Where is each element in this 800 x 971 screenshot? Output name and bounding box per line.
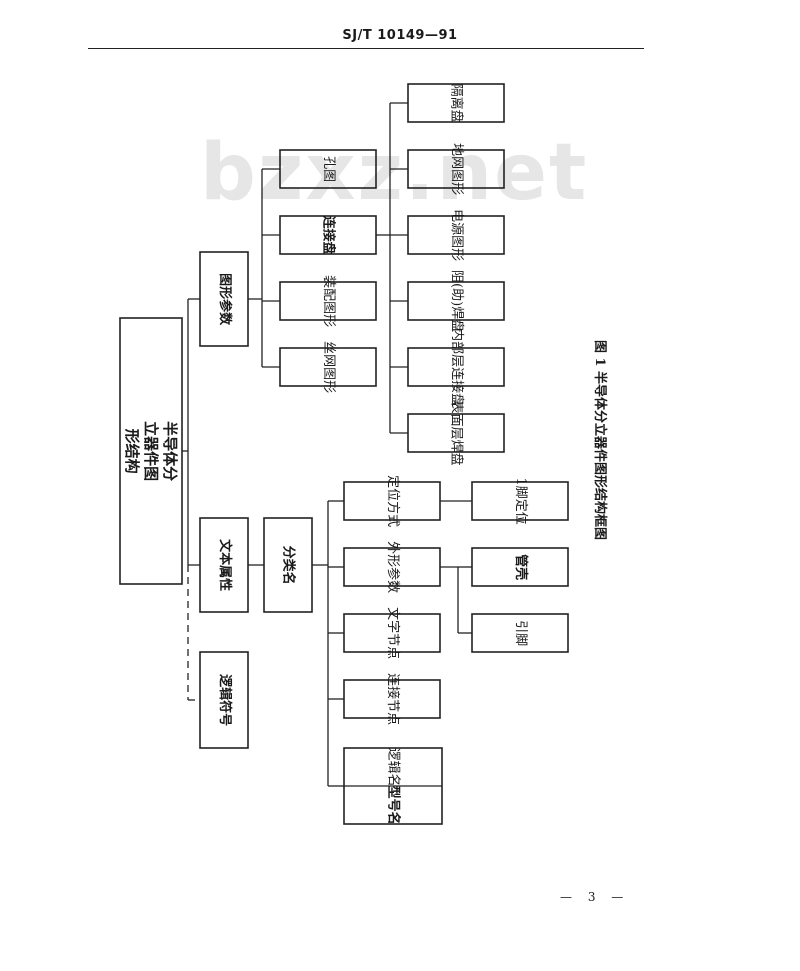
surface-label: 表面层焊盘 xyxy=(449,400,465,466)
logic-symbol-label: 逻辑符号 xyxy=(217,673,233,727)
text-attrs-label: 文本属性 xyxy=(217,538,233,592)
isolation-label: 隔离盘 xyxy=(449,83,465,123)
power-label: 电源图形 xyxy=(449,208,465,262)
pin1-label: 1脚定位 xyxy=(513,477,529,525)
logic-name-label: 逻辑名 xyxy=(386,747,402,787)
classify-label: 分类名 xyxy=(281,545,297,585)
standard-code: SJ/T 10149—91 xyxy=(342,28,458,43)
silkscreen-label: 丝网图形 xyxy=(321,340,337,394)
connection-pad-label: 连接盘 xyxy=(321,215,337,255)
figure-caption: 图 1 半导体分立器件图形结构框图 xyxy=(592,339,608,541)
header-rule xyxy=(88,48,644,49)
pins-label: 引脚 xyxy=(513,619,529,647)
text-node-label: 文字节点 xyxy=(385,606,401,660)
ground-mesh-label: 地网图形 xyxy=(449,142,465,196)
assembly-label: 装配图形 xyxy=(321,274,337,328)
resist-label: 阻(助)焊盘 xyxy=(449,269,465,333)
box-logic-symbol xyxy=(199,651,249,749)
tube-shell-label: 管壳 xyxy=(513,553,529,581)
conn-node-label: 连接节点 xyxy=(385,672,401,726)
inner-layer-label: 内部层连接盘 xyxy=(449,327,465,407)
model-name-label: 型号名 xyxy=(386,785,402,825)
graphic-params-label: 图形参数 xyxy=(217,272,233,326)
hole-label: 孔图 xyxy=(321,155,337,183)
shape-params-label: 外形参数 xyxy=(385,540,401,594)
page-number: — 3 — xyxy=(560,890,630,904)
watermark: bzxz.net xyxy=(200,128,589,218)
root-label: 半导体分立器件图形结构 xyxy=(123,420,180,481)
positioning-label: 定位方式 xyxy=(385,474,401,528)
